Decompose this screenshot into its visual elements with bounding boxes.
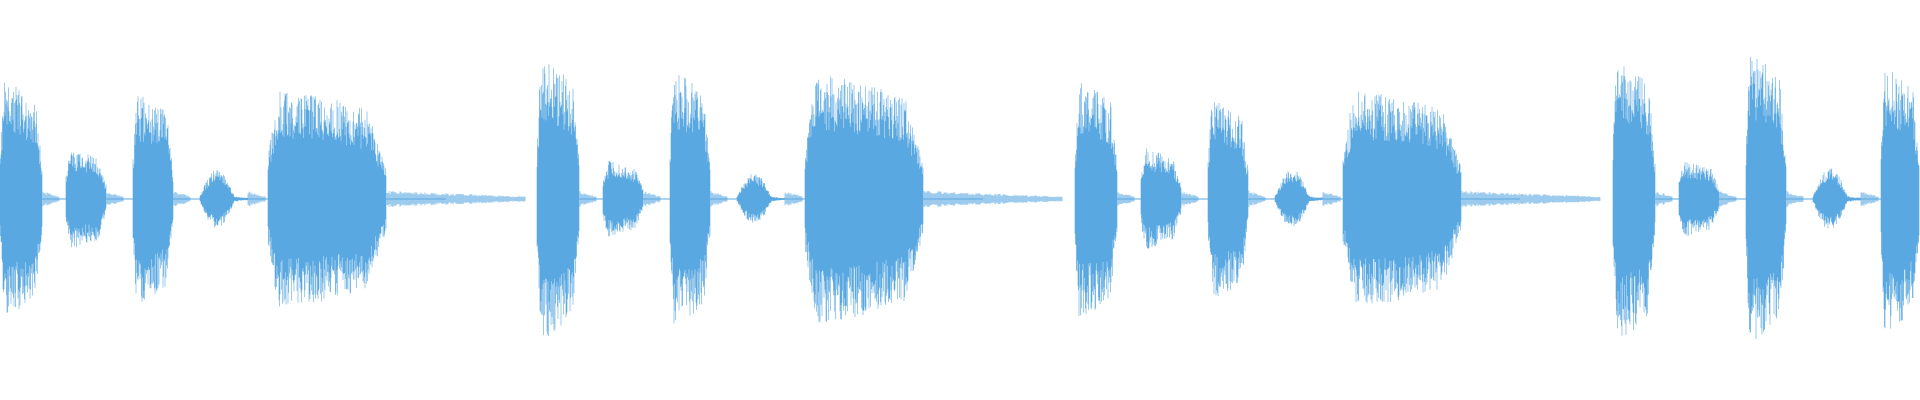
waveform-channel [0,57,1920,340]
waveform-samples [0,57,1920,340]
